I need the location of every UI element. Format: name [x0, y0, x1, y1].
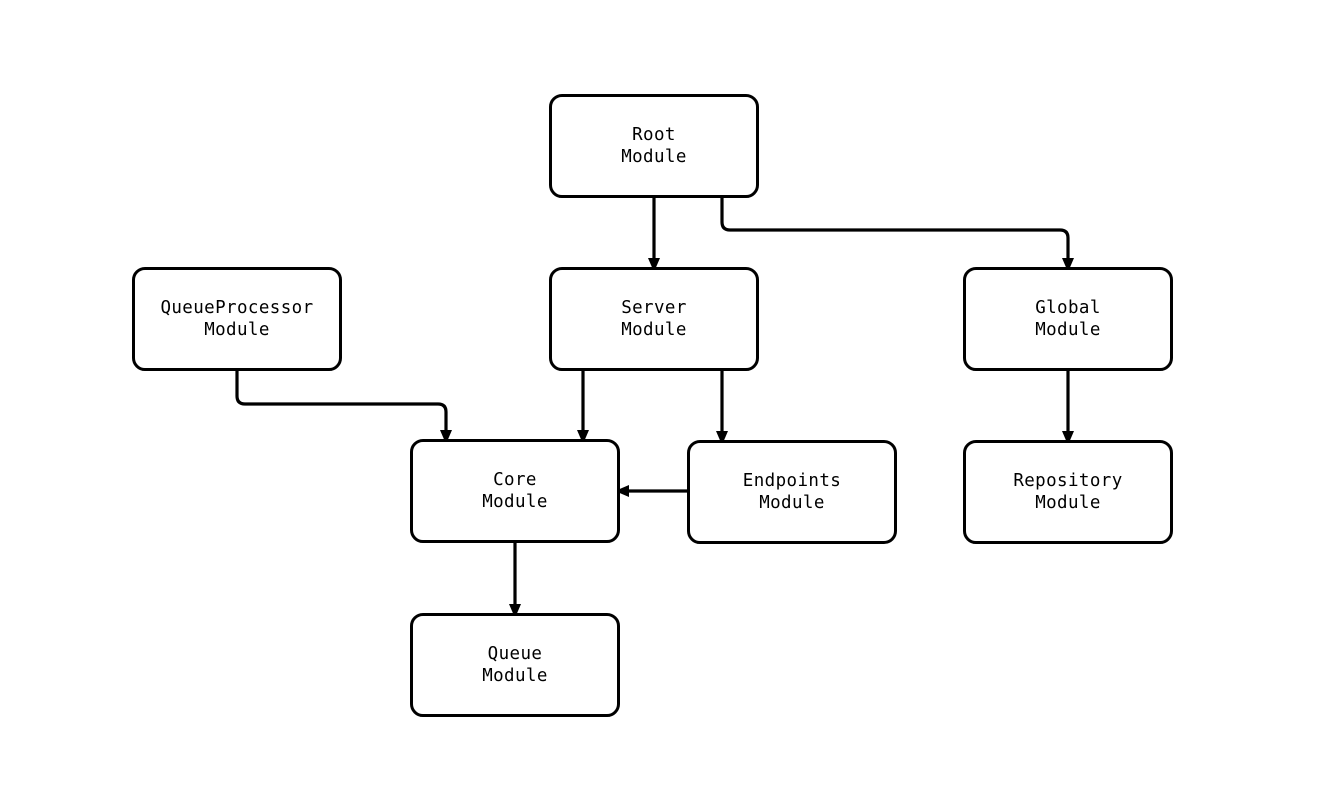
- node-root-suffix: Module: [621, 147, 687, 167]
- node-queueprocessor-name: QueueProcessor: [160, 298, 314, 318]
- node-core-suffix: Module: [482, 492, 548, 512]
- node-queueprocessor[interactable]: QueueProcessor Module: [132, 267, 342, 371]
- node-repository-name: Repository: [1013, 471, 1123, 491]
- node-queue-name: Queue: [487, 644, 543, 664]
- node-queueprocessor-suffix: Module: [204, 320, 270, 340]
- node-endpoints[interactable]: Endpoints Module: [687, 440, 897, 544]
- node-global-name: Global: [1035, 298, 1101, 318]
- node-server-name: Server: [621, 298, 687, 318]
- node-repository[interactable]: Repository Module: [963, 440, 1173, 544]
- node-repository-suffix: Module: [1035, 493, 1101, 513]
- edge-root-global: [720, 198, 1074, 272]
- node-global-suffix: Module: [1035, 320, 1101, 340]
- node-endpoints-suffix: Module: [759, 493, 825, 513]
- node-core[interactable]: Core Module: [410, 439, 620, 543]
- node-queue-suffix: Module: [482, 666, 548, 686]
- node-queue[interactable]: Queue Module: [410, 613, 620, 717]
- edge-queueprocessor-core: [235, 371, 452, 444]
- node-server[interactable]: Server Module: [549, 267, 759, 371]
- node-core-name: Core: [493, 470, 537, 490]
- node-root-name: Root: [632, 125, 676, 145]
- edge-paths: [235, 198, 1074, 618]
- node-server-suffix: Module: [621, 320, 687, 340]
- node-global[interactable]: Global Module: [963, 267, 1173, 371]
- node-root[interactable]: Root Module: [549, 94, 759, 198]
- node-endpoints-name: Endpoints: [742, 471, 842, 491]
